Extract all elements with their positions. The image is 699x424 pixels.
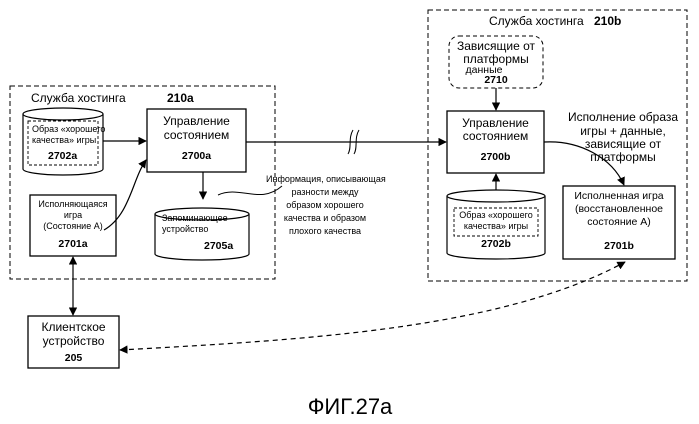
good-image-b-line1: Образ «хорошего — [454, 210, 538, 220]
good-image-a-line1: Образ «хорошего — [32, 124, 105, 134]
executed-game-line3: состояние А) — [563, 216, 675, 228]
running-game-a-line2: игра — [30, 210, 116, 220]
client-line1: Клиентское — [28, 321, 119, 335]
difference-note-line4: качества и образом — [266, 213, 384, 223]
service-b-title: Служба хостинга — [489, 15, 584, 29]
state-mgmt-a-line1: Управление — [147, 115, 246, 129]
executed-game-ref: 2701b — [563, 240, 675, 252]
service-a-title: Служба хостинга — [31, 92, 126, 106]
difference-note-line2: разности между — [266, 187, 384, 197]
storage-a-ref: 2705a — [204, 240, 233, 252]
difference-note-line5: плохого качества — [266, 226, 384, 236]
state-mgmt-b-ref: 2700b — [447, 151, 544, 163]
good-image-a-ref: 2702a — [48, 150, 77, 162]
state-mgmt-a-ref: 2700a — [147, 150, 246, 162]
storage-a-line2: устройство — [162, 224, 208, 234]
state-mgmt-b-line2: состоянием — [447, 130, 544, 144]
executed-game-line1: Исполненная игра — [563, 190, 675, 202]
executing-note-line1: Исполнение образа — [560, 111, 686, 125]
good-image-b-line2: качества» игры — [454, 221, 538, 231]
executing-note-line4: платформы — [560, 151, 686, 165]
good-image-b-ref: 2702b — [447, 238, 545, 250]
difference-note-line1: Информация, описывающая — [266, 174, 384, 184]
arrow-client-to-2701b — [120, 262, 625, 350]
figure-caption: ФИГ.27a — [250, 394, 450, 419]
running-game-a-ref: 2701a — [30, 238, 116, 250]
service-b-ref: 210b — [594, 15, 621, 29]
executed-game-line2: (восстановленное — [563, 203, 675, 215]
storage-a-line1: Запоминающее — [162, 213, 228, 223]
state-mgmt-a-line2: состоянием — [147, 129, 246, 143]
good-image-a-line2: качества» игры — [32, 135, 96, 145]
service-a-ref: 210a — [167, 92, 194, 106]
client-line2: устройство — [28, 335, 119, 349]
running-game-a-line1: Исполняющаяся — [30, 199, 116, 209]
platform-data-ref: 2710 — [449, 74, 543, 86]
difference-note-line3: образом хорошего — [266, 200, 384, 210]
running-game-a-line3: (Состояние А) — [30, 221, 116, 231]
client-ref: 205 — [28, 352, 119, 364]
